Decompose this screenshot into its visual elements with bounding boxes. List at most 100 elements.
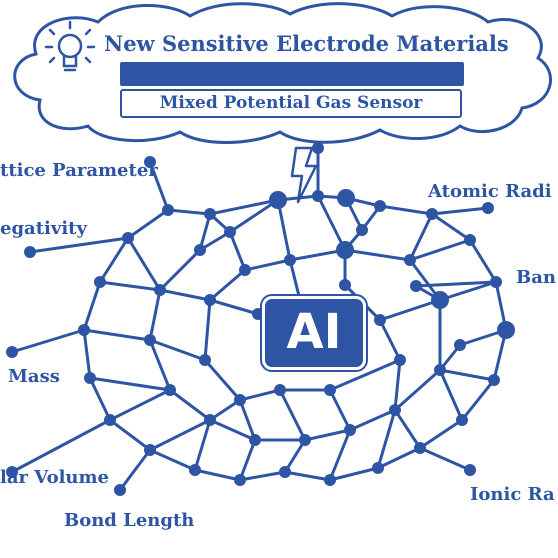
network-node (374, 200, 386, 212)
network-edge (408, 213, 434, 261)
network-edge (376, 409, 397, 469)
network-node (372, 462, 384, 474)
network-edge (244, 258, 291, 272)
network-node (224, 226, 236, 238)
header-title: New Sensitive Electrode Materials (104, 31, 509, 56)
network-node (252, 308, 264, 320)
lightbulb-icon (44, 20, 96, 72)
label-lattice-parameter: ttice Parameter (0, 160, 158, 181)
network-node (162, 204, 174, 216)
network-node (431, 291, 449, 309)
header-subtitle: Mixed Potential Gas Sensor (120, 89, 462, 118)
network-edge (239, 388, 281, 402)
network-edge (98, 237, 130, 283)
network-node (239, 264, 251, 276)
network-node (299, 434, 311, 446)
network-edge (238, 439, 257, 481)
network-edge (209, 398, 241, 422)
network-edge (431, 206, 489, 216)
network-edge (209, 298, 259, 316)
network-node (434, 364, 446, 376)
network-node (144, 334, 156, 346)
network-node (249, 434, 261, 446)
network-node (356, 224, 368, 236)
network-edge (198, 213, 212, 251)
network-edge (82, 281, 102, 331)
header-bar (120, 62, 464, 86)
network-node (312, 190, 324, 202)
network-edge (239, 470, 286, 482)
network-edge (149, 338, 206, 362)
network-edge (203, 299, 212, 361)
network-node (454, 339, 466, 351)
label-molar-volume: lar Volume (0, 467, 109, 488)
network-edge (149, 418, 211, 452)
network-edge (276, 199, 292, 261)
network-node (269, 191, 287, 209)
network-node (426, 208, 438, 220)
network-node (189, 464, 201, 476)
network-node (234, 394, 246, 406)
network-edge (431, 212, 471, 242)
label-ionic-radius: Ionic Ra (470, 484, 555, 505)
network-edge (419, 446, 471, 472)
network-node (284, 254, 296, 266)
network-node (464, 234, 476, 246)
network-node (339, 279, 351, 291)
label-atomic-radius: Atomic Radi (428, 181, 552, 202)
network-edge (289, 248, 346, 262)
network-edge (284, 470, 331, 482)
network-edge (169, 388, 211, 422)
network-node (122, 232, 134, 244)
network-edge (229, 198, 279, 234)
network-node (337, 189, 355, 207)
network-node (497, 321, 515, 339)
network-edge (99, 280, 161, 292)
network-node (234, 474, 246, 486)
network-edge (288, 259, 302, 301)
network-edge (439, 368, 495, 382)
network-edge (328, 429, 352, 481)
network-node (490, 276, 502, 288)
network-edge (304, 428, 351, 442)
network-edge (377, 446, 421, 470)
label-electronegativity: egativity (0, 218, 87, 239)
network-edge (228, 231, 247, 271)
network-edge (118, 449, 152, 491)
network-edge (167, 208, 211, 216)
network-node (312, 142, 324, 154)
network-edge (468, 239, 498, 283)
network-node (274, 384, 286, 396)
network-node (324, 474, 336, 486)
network-edge (283, 439, 307, 473)
network-edge (109, 418, 151, 452)
network-edge (328, 389, 352, 431)
network-edge (438, 369, 464, 421)
network-edge (194, 468, 241, 482)
network-edge (203, 359, 242, 401)
network-edge (209, 268, 246, 302)
network-edge (11, 328, 85, 354)
network-edge (88, 377, 112, 421)
network-node (464, 464, 476, 476)
network-node (114, 484, 126, 496)
network-edge (148, 339, 172, 391)
network-node (194, 244, 206, 256)
network-node (410, 280, 422, 292)
network-node (204, 294, 216, 306)
network-edge (82, 329, 92, 379)
network-edge (11, 418, 111, 474)
network-edge (419, 418, 463, 450)
network-node (414, 442, 426, 454)
label-bond-length: Bond Length (64, 510, 195, 531)
network-edge (378, 319, 402, 361)
network-edge (329, 466, 379, 482)
network-node (204, 414, 216, 426)
network-edge (379, 298, 441, 322)
network-node (394, 354, 406, 366)
network-edge (126, 237, 162, 291)
network-edge (159, 288, 211, 302)
network-edge (193, 419, 212, 471)
network-edge (209, 198, 279, 216)
network-node (374, 314, 386, 326)
